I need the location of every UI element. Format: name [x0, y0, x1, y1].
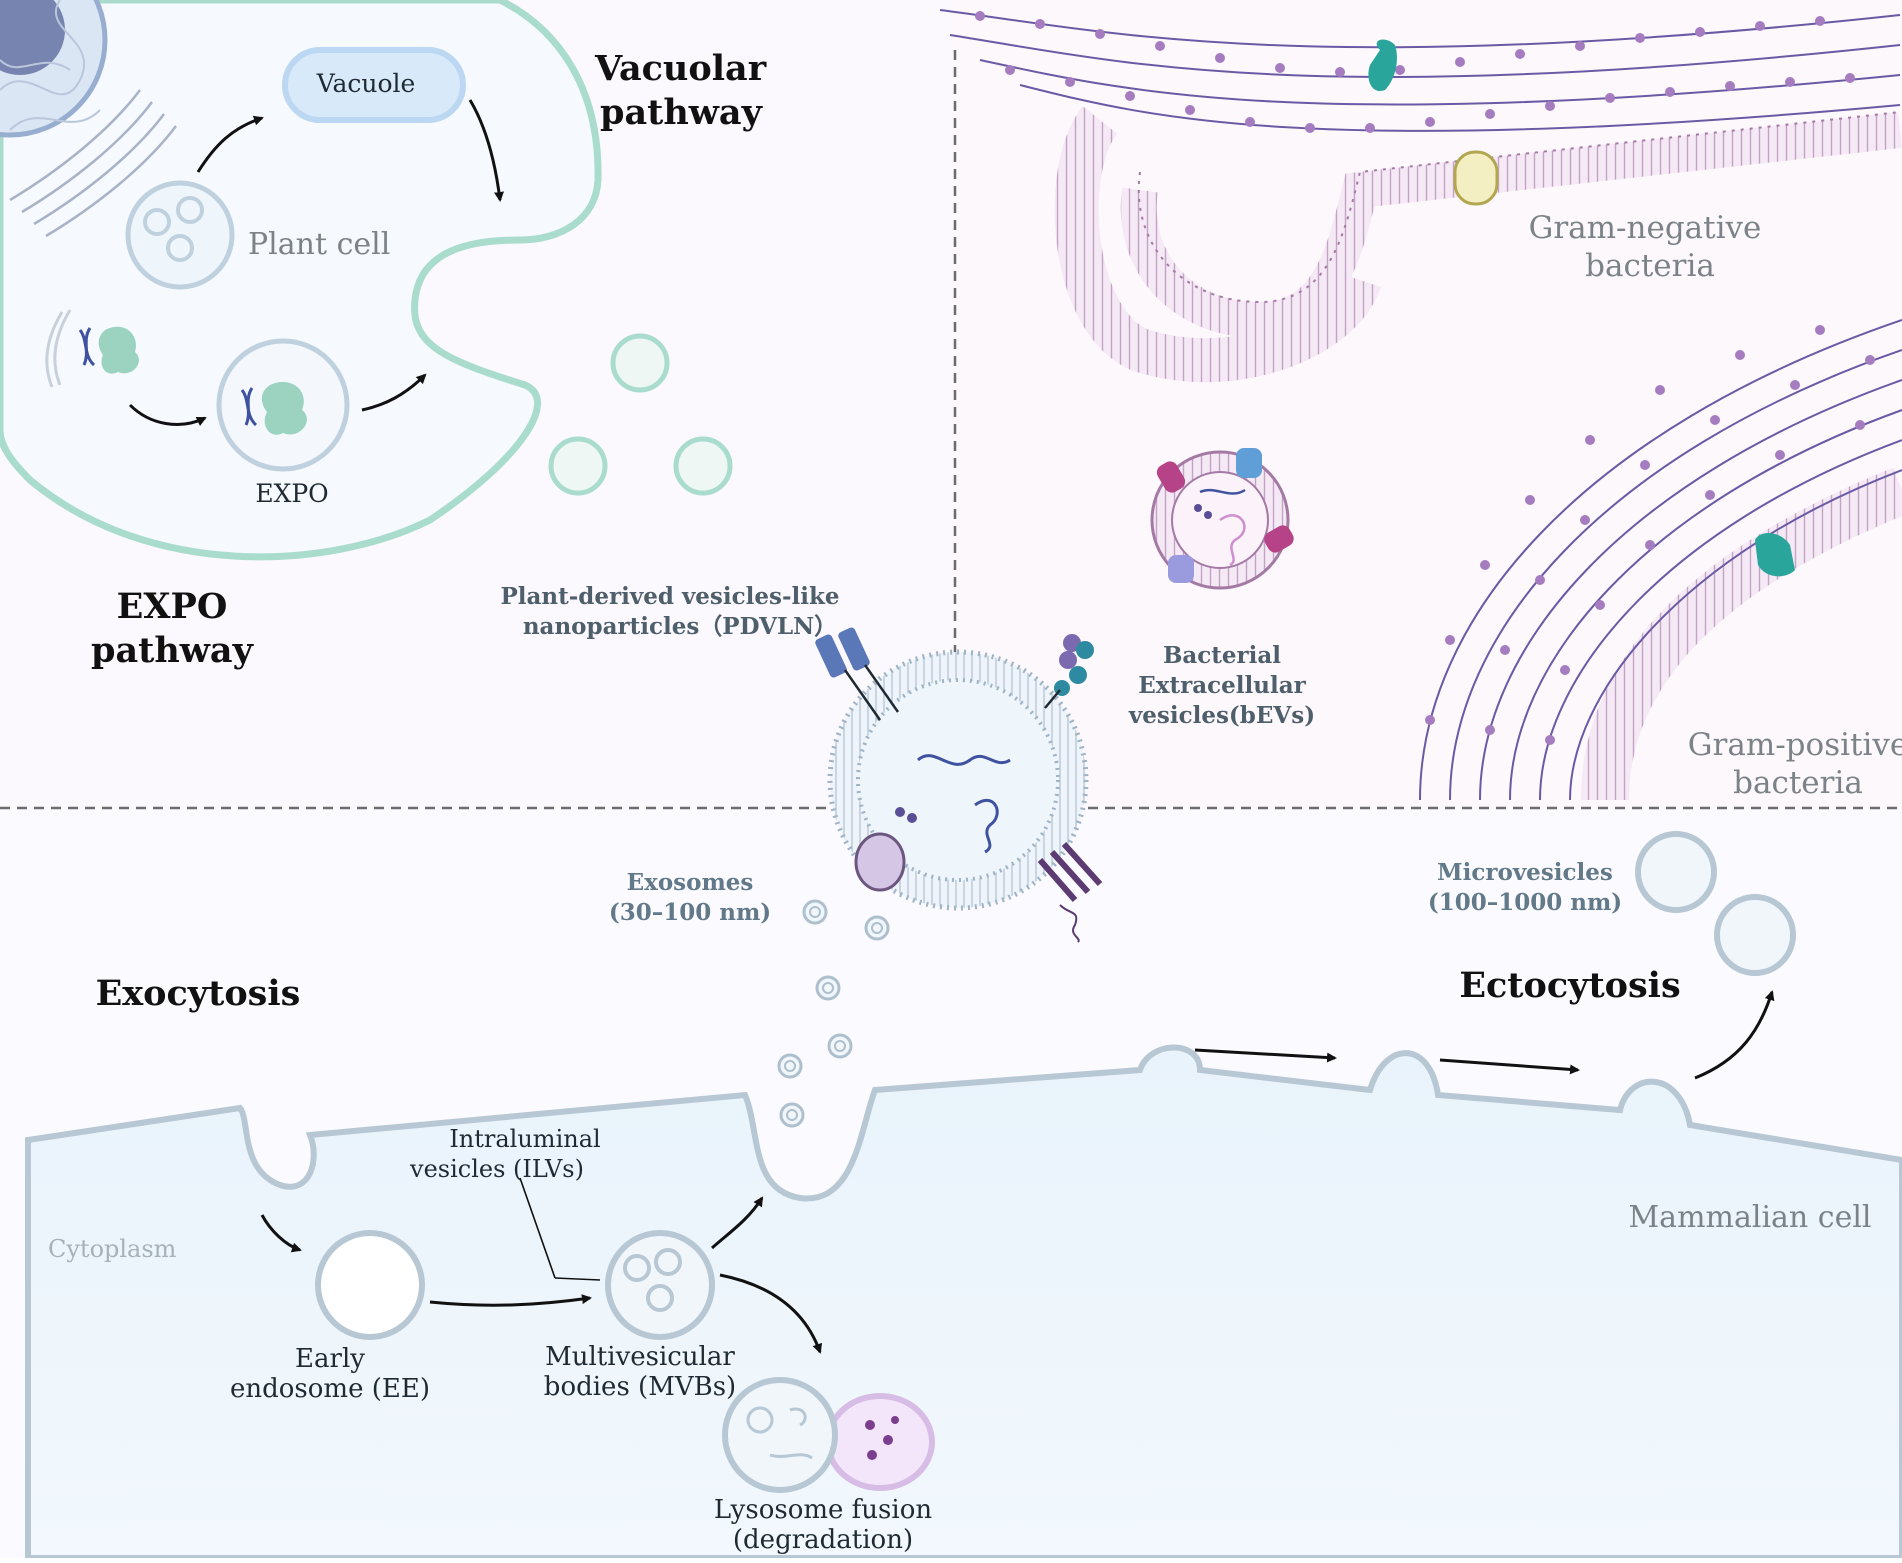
exosomes-label-line1: Exosomes: [627, 869, 754, 896]
exosomes-label-line2: (30–100 nm): [609, 899, 771, 926]
central-extracellular-vesicle: [815, 627, 1103, 943]
lysosome-label-line1: Lysosome fusion: [714, 1495, 932, 1525]
released-exosomes: [777, 899, 890, 1128]
gram-positive-envelope: Gram-positive bacteria: [1419, 319, 1902, 801]
ectocytosis-title: Ectocytosis: [1459, 965, 1680, 1006]
mvb-label-line1: Multivesicular: [545, 1342, 735, 1372]
vacuole-label: Vacuole: [316, 69, 416, 98]
early-endosome-label-line1: Early: [295, 1344, 365, 1374]
bacterial-ev: [1150, 448, 1294, 590]
exosome-tetraspanin-icon: [1037, 841, 1103, 902]
microvesicles: [1635, 831, 1796, 976]
gram-positive-label-line1: Gram-positive: [1688, 727, 1902, 763]
membrane-porin: [1453, 150, 1499, 206]
lysosome-label-line2: (degradation): [733, 1525, 913, 1555]
gram-positive-membrane: [1581, 467, 1902, 801]
exosome-cores: [784, 906, 883, 1121]
ev-rna-icon: [974, 798, 999, 854]
early-endosome: [315, 1230, 425, 1340]
ilv-leader-line: [519, 1177, 556, 1279]
mammalian-cell-label: Mammalian cell: [1628, 1200, 1871, 1235]
cytoplasm-label: Cytoplasm: [48, 1235, 177, 1263]
vacuolar-pathway-title-line2: pathway: [600, 92, 764, 133]
microvesicles-label-line1: Microvesicles: [1437, 859, 1613, 886]
microvesicles-label-line2: (100–1000 nm): [1428, 889, 1622, 916]
pdvln-label-line2: nanoparticles（PDVLN）: [523, 613, 837, 640]
gram-positive-protein: [1755, 533, 1795, 577]
expo-pathway-title-line2: pathway: [91, 630, 255, 671]
vacuole: [282, 47, 466, 123]
plant-arrows: [128, 99, 504, 426]
mvb-label-line2: bodies (MVBs): [544, 1372, 736, 1402]
pdvln-label-line1: Plant-derived vesicles-like: [500, 583, 839, 610]
lysosome-fusion: [722, 1377, 935, 1493]
early-endosome-label-line2: endosome (EE): [230, 1374, 430, 1404]
dna-icon: [78, 327, 258, 427]
ilv-label-line2: vesicles (ILVs): [409, 1155, 584, 1183]
golgi-apparatus: [9, 89, 177, 238]
expo-label: EXPO: [255, 479, 328, 508]
bev-label-line1: Bacterial: [1163, 642, 1281, 669]
plant-released-vesicles: [548, 333, 733, 496]
gram-negative-membrane: [1120, 112, 1902, 339]
expo-pathway-title-line1: EXPO: [117, 586, 228, 627]
pdvln-receptor-icon: [815, 627, 900, 721]
ilv-label-line1: Intraluminal: [449, 1125, 600, 1153]
nucleolus: [0, 0, 65, 75]
plant-cell: Vacuole Plant cell EXPO: [0, 0, 767, 671]
mammalian-cell: [25, 831, 1902, 1561]
plant-cell-label: Plant cell: [248, 227, 390, 262]
gram-positive-dots: [1425, 325, 1875, 745]
bev-label-line2: Extracellular: [1138, 672, 1306, 699]
gram-negative-label-line1: Gram-negative: [1529, 210, 1762, 246]
peptidoglycan-dots: [975, 11, 1855, 133]
bev-label-line3: vesicles(bEVs): [1128, 702, 1315, 729]
gram-negative-envelope: Gram-negative bacteria: [939, 9, 1902, 383]
mammal-arrows: [260, 990, 1775, 1354]
peptidoglycan-layer: [939, 9, 1901, 132]
gram-negative-label-line2: bacteria: [1585, 248, 1715, 284]
vacuolar-pathway-title-line1: Vacuolar: [594, 48, 767, 89]
mammalian-plasma-membrane: [25, 1044, 1902, 1561]
bev-receptor-icon: [1044, 634, 1094, 709]
gram-positive-label-line2: bacteria: [1733, 765, 1863, 801]
expo-membrane-fragment: [53, 309, 72, 386]
ev-membrane-protein: [854, 832, 906, 892]
exocytosis-title: Exocytosis: [96, 973, 301, 1014]
protein-icon: [98, 326, 307, 435]
ev-dna-icon: [917, 754, 1011, 766]
outer-membrane-protein: [1368, 39, 1397, 91]
chromatin: [0, 0, 101, 131]
